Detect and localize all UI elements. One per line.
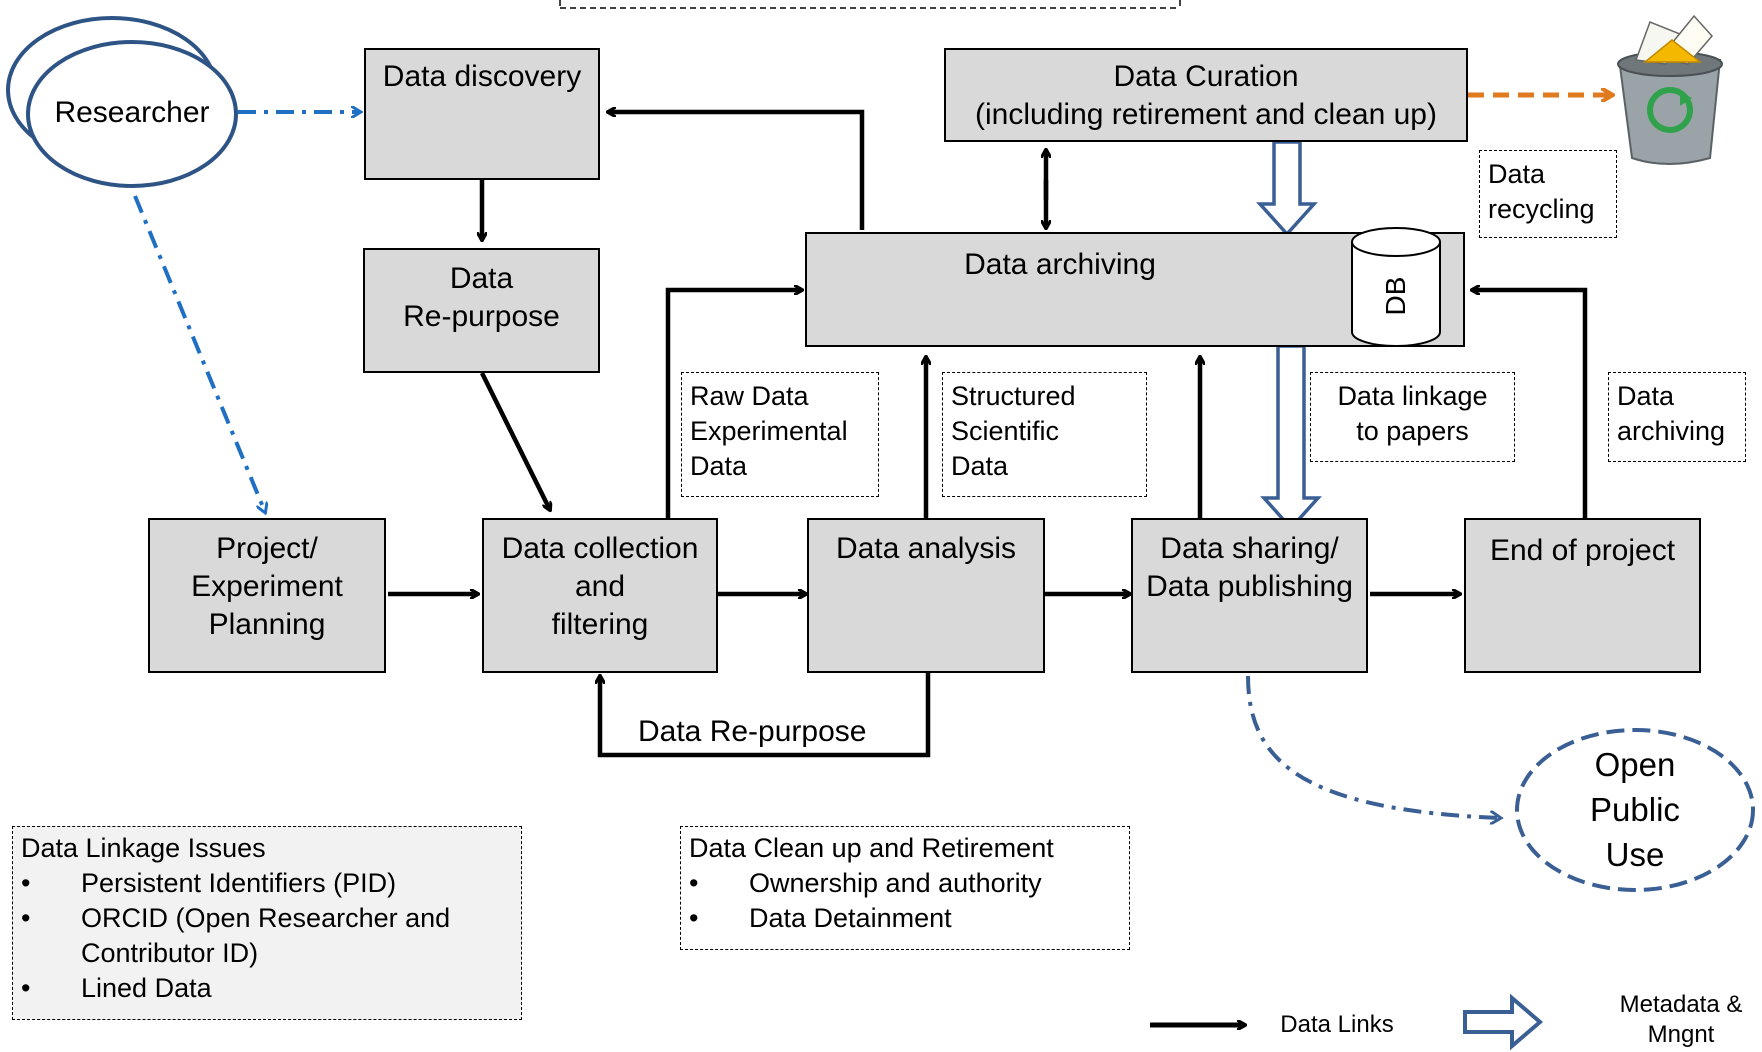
archiving-to-sharing-metadata-arrow [1260,344,1322,531]
open-public-use-label: Open Public Use [1590,746,1680,873]
structured-data-note: Structured Scientific Data [942,372,1147,497]
data-archiving-label: Data archiving [964,248,1156,281]
recycle-bin-icon [1617,14,1723,165]
data-discovery-box: Data discovery [364,48,600,180]
data-sharing-label: Data sharing/ Data publishing [1146,532,1353,603]
end-of-project-label: End of project [1489,534,1676,567]
issue-item: Persistent Identifiers (PID) [21,866,513,901]
data-linkage-papers-note: Data linkage to papers [1310,372,1515,462]
researcher-ellipse-front [26,40,238,188]
curation-to-archiving-metadata-arrow [1256,140,1318,237]
data-analysis-box: Data analysis [807,518,1045,673]
data-linkage-issues-panel: Data Linkage Issues Persistent Identifie… [12,826,522,1020]
repurpose-loop-label: Data Re-purpose [638,715,867,748]
data-curation-label: Data Curation (including retirement and … [975,60,1437,131]
cleanup-item: Data Detainment [689,901,1121,936]
data-collection-box: Data collection and filtering [482,518,718,673]
data-archiving-note: Data archiving [1608,372,1746,462]
db-label: DB [1380,276,1411,316]
data-collection-label: Data collection and filtering [501,532,699,641]
end-of-project-box: End of project [1464,518,1701,673]
researcher-label: Researcher [54,96,210,129]
issue-item: Lined Data [21,971,513,1006]
sharing-to-public-arrow [1246,675,1500,818]
legend-metadata-label: Metadata & Mngnt [1619,991,1743,1048]
project-planning-box: Project/ Experiment Planning [148,518,386,673]
data-repurpose-label: Data Re-purpose [403,262,560,333]
issue-item: ORCID (Open Researcher and Contributor I… [21,901,513,971]
raw-data-note: Raw Data Experimental Data [681,372,879,497]
project-planning-label: Project/ Experiment Planning [191,532,343,641]
issues-title: Data Linkage Issues [21,833,266,863]
data-analysis-label: Data analysis [835,532,1017,565]
cleanup-item: Ownership and authority [689,866,1121,901]
database-cylinder-icon [1351,227,1441,347]
data-sharing-box: Data sharing/ Data publishing [1131,518,1368,673]
legend-metadata-arrow [1463,993,1544,1051]
legend-data-links-label: Data Links [1280,1011,1394,1038]
data-recycling-note: Data recycling [1479,150,1617,238]
open-public-use-ellipse [1515,728,1755,892]
data-repurpose-box: Data Re-purpose [363,248,600,373]
cleanup-title: Data Clean up and Retirement [689,833,1054,863]
data-link-arrows [388,112,1588,758]
data-curation-box: Data Curation (including retirement and … [944,48,1468,142]
cleanup-panel: Data Clean up and Retirement Ownership a… [680,826,1130,950]
data-discovery-label: Data discovery [382,60,582,93]
researcher-to-planning-arrow [133,195,265,512]
